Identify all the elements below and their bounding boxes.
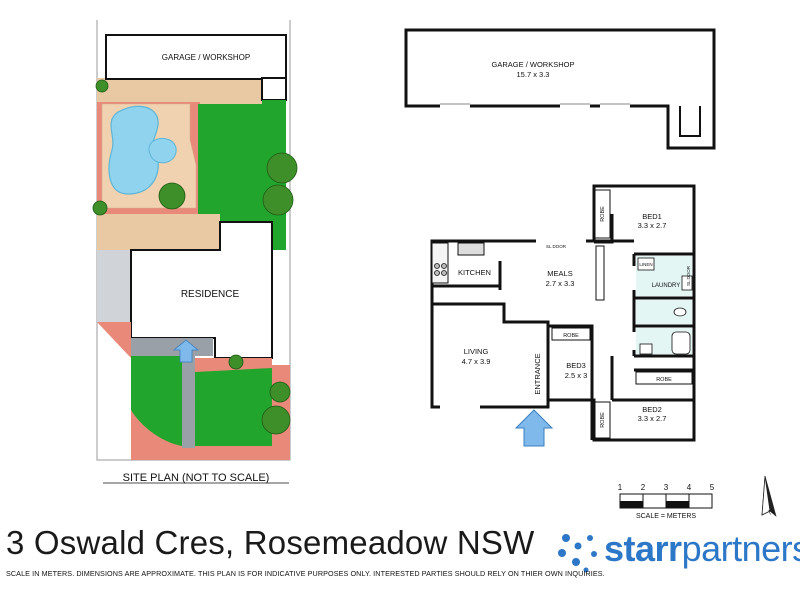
bath <box>671 331 691 355</box>
meals-size: 2.7 x 3.3 <box>546 279 575 288</box>
cooktop <box>434 263 447 276</box>
residence-label: RESIDENCE <box>181 289 240 300</box>
scale-tick-3: 3 <box>664 483 669 492</box>
driveway <box>97 250 131 322</box>
disclaimer: SCALE IN METERS. DIMENSIONS ARE APPROXIM… <box>6 569 605 578</box>
brand-logo-mark <box>558 534 597 573</box>
grass-right <box>198 100 286 250</box>
trees <box>92 79 298 435</box>
bed3-size: 2.5 x 3 <box>565 371 588 380</box>
room-labels: KITCHEN MEALS 2.7 x 3.3 SL DOOR LIVING 4… <box>458 206 691 428</box>
brand-logo-text: starrpartners <box>604 528 800 570</box>
property-address: 3 Oswald Cres, Rosemeadow NSW <box>6 524 535 561</box>
kitchen-label: KITCHEN <box>458 268 491 277</box>
living-label: LIVING <box>464 347 489 356</box>
scale-tick-5: 5 <box>710 483 715 492</box>
kitchen-bench <box>431 242 449 284</box>
north-arrow: N <box>761 475 777 517</box>
north-label: N <box>768 508 775 516</box>
bed3-robe <box>551 327 591 341</box>
linen <box>637 257 655 271</box>
bed2-robe-label: ROBE <box>600 412 606 428</box>
bed3-robe-label: ROBE <box>563 333 579 339</box>
laundry-sl-door-label: SL DOOR <box>686 265 691 286</box>
floor-plan: GARAGE / WORKSHOP 15.7 x 3.3 <box>404 28 716 447</box>
bed1-robe <box>594 189 611 239</box>
vanity <box>639 343 653 355</box>
site-plan: GARAGE / WORKSHOP RESIDENCE SITE PLAN (N… <box>92 20 298 484</box>
brand-part1: starr <box>604 528 682 569</box>
site-entry-arrow <box>172 339 200 363</box>
bed2-size: 3.3 x 2.7 <box>638 414 667 423</box>
pool <box>108 105 159 195</box>
bed2-robe-top-label: ROBE <box>656 377 672 383</box>
porch <box>131 338 213 356</box>
scale-tick-2: 2 <box>641 483 646 492</box>
scale-caption: SCALE = METERS <box>636 513 696 520</box>
bed2-robe <box>594 401 611 439</box>
brand-part2: partners <box>681 528 800 569</box>
bed1-robe-label: ROBE <box>600 206 606 222</box>
linen-label: LINEN <box>639 262 652 267</box>
bed3-label: BED3 <box>566 361 586 370</box>
bed1-label: BED1 <box>642 212 662 221</box>
laundry-label: LAUNDRY <box>652 283 681 289</box>
house-outer-walls <box>430 184 696 442</box>
meals-sl-door <box>595 245 605 301</box>
meals-label: MEALS <box>547 269 572 278</box>
entry-walk <box>182 356 195 448</box>
scale-tick-4: 4 <box>687 483 692 492</box>
kitchen-sink <box>457 242 485 256</box>
grass-front <box>131 356 182 446</box>
laundry-tub <box>681 275 693 291</box>
living-size: 4.7 x 3.9 <box>462 357 491 366</box>
entrance-label: ENTRANCE <box>533 353 542 394</box>
bed2-robe-top <box>635 371 693 385</box>
site-garage <box>105 34 287 80</box>
site-plan-title: SITE PLAN (NOT TO SCALE) <box>123 472 270 484</box>
scale-bar: 1 2 3 4 5 SCALE = METERS <box>618 483 715 520</box>
garage-walls <box>404 28 716 150</box>
garage-size: 15.7 x 3.3 <box>517 70 550 79</box>
entry-arrow <box>514 409 554 447</box>
toilet <box>673 307 687 317</box>
site-garage-label: GARAGE / WORKSHOP <box>162 53 250 62</box>
garage-label: GARAGE / WORKSHOP <box>492 60 575 69</box>
garage-bay <box>679 106 701 137</box>
spa <box>148 137 177 164</box>
bed1-size: 3.3 x 2.7 <box>638 221 667 230</box>
meals-sl-door-label: SL DOOR <box>546 244 567 249</box>
grass-front-right <box>195 368 272 446</box>
scale-tick-1: 1 <box>618 483 623 492</box>
bed2-label: BED2 <box>642 405 662 414</box>
site-garage-ext <box>261 77 287 101</box>
door-openings <box>440 239 636 409</box>
